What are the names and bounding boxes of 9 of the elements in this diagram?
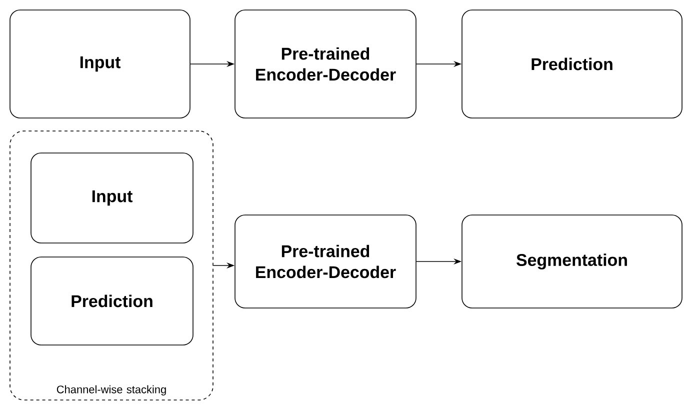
process-box: Pre-trained Encoder-Decoder xyxy=(234,10,416,118)
group-caption: Channel-wise stacking xyxy=(56,385,166,396)
dashed-group xyxy=(10,130,214,400)
process-box: Pre-trained Encoder-Decoder xyxy=(234,214,416,308)
process-box: Segmentation xyxy=(462,214,682,308)
process-box: Prediction xyxy=(30,256,194,346)
process-box: Input xyxy=(30,152,194,244)
process-box: Prediction xyxy=(462,10,682,118)
process-box: Input xyxy=(10,10,190,118)
